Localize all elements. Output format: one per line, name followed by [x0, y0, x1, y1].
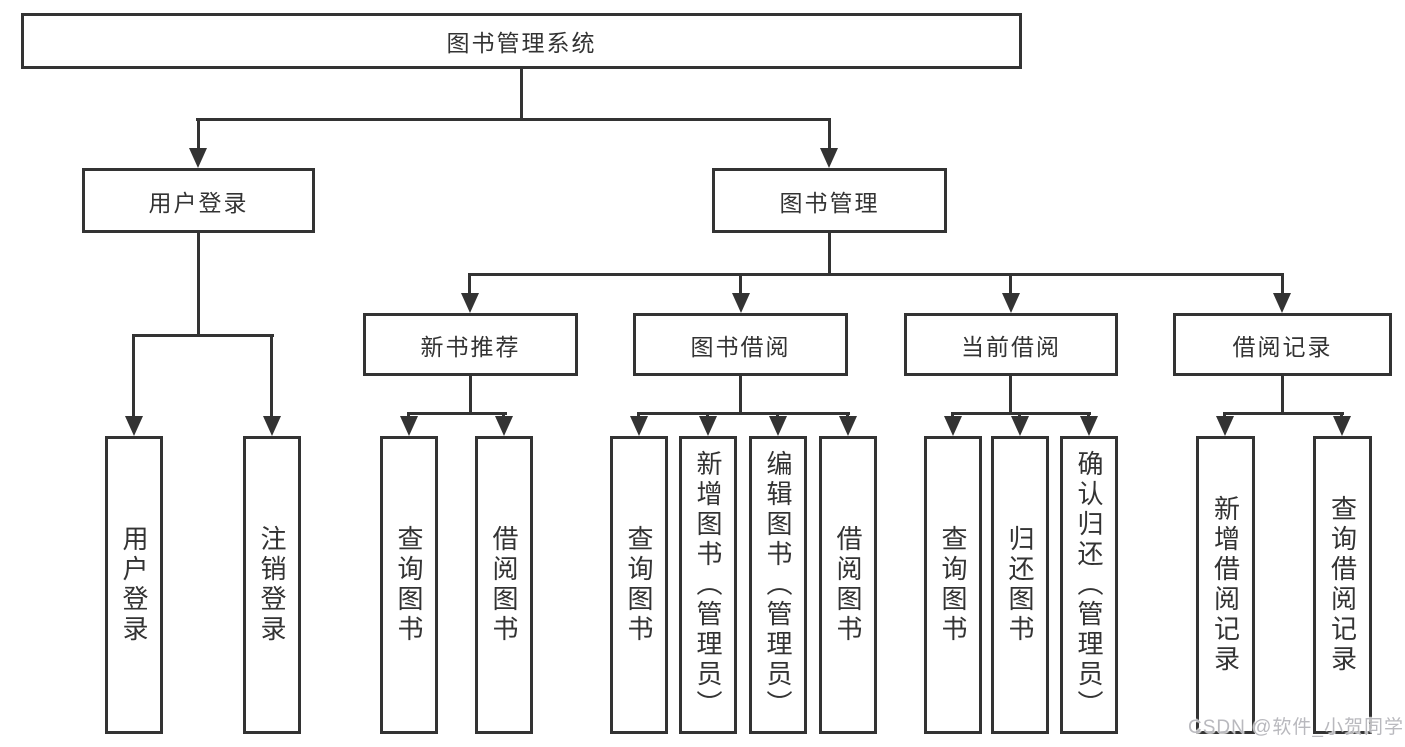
leaf-return-books-label: 归还图书: [1005, 525, 1035, 645]
arrow-down-icon: [630, 416, 648, 436]
arrow-down-icon: [125, 416, 143, 436]
leaf-borrow-books-2-label: 借阅图书: [833, 525, 863, 645]
leaf-confirm-return-admin-label: 确认归还（管理员）: [1074, 450, 1104, 720]
node-current-borrow: 当前借阅: [904, 313, 1118, 376]
leaf-add-borrow-record-label: 新增借阅记录: [1210, 495, 1241, 675]
node-user-login-label: 用户登录: [148, 189, 249, 216]
connector-book-borrow-drop: [739, 375, 742, 414]
node-new-book-recommend-label: 新书推荐: [420, 333, 521, 360]
arrow-down-icon: [400, 416, 418, 436]
connector-branch-book-borrow: [637, 412, 850, 415]
arrow-down-icon: [495, 416, 513, 436]
node-borrow-records-label: 借阅记录: [1232, 333, 1333, 360]
node-current-borrow-label: 当前借阅: [961, 333, 1061, 360]
connector-user-login-drop: [197, 232, 200, 334]
leaf-edit-books-admin: 编辑图书（管理员）: [749, 436, 807, 734]
connector-stem-book-borrow: [739, 273, 742, 297]
leaf-borrow-books-1: 借阅图书: [475, 436, 533, 734]
leaf-query-borrow-record-label: 查询借阅记录: [1327, 495, 1358, 675]
leaf-user-login: 用户登录: [105, 436, 163, 734]
arrow-down-icon: [1333, 416, 1351, 436]
leaf-query-books-2-label: 查询图书: [624, 525, 654, 645]
arrow-down-icon: [944, 416, 962, 436]
connector-stem-leaf-logout: [270, 334, 273, 420]
connector-stem-book-management: [828, 118, 831, 152]
leaf-query-books-1: 查询图书: [380, 436, 438, 734]
leaf-query-books-1-label: 查询图书: [394, 525, 424, 645]
node-book-borrow-label: 图书借阅: [690, 333, 791, 360]
connector-root-drop: [520, 68, 523, 118]
connector-borrow-records-drop: [1281, 375, 1284, 414]
connector-stem-new-book-recommend: [468, 273, 471, 297]
leaf-add-books-admin-label: 新增图书（管理员）: [693, 450, 723, 720]
node-book-borrow: 图书借阅: [633, 313, 848, 376]
node-root-label: 图书管理系统: [446, 30, 597, 56]
connector-current-borrow-drop: [1009, 375, 1012, 414]
arrow-down-icon: [820, 148, 838, 168]
leaf-borrow-books-2: 借阅图书: [819, 436, 877, 734]
leaf-borrow-books-1-label: 借阅图书: [489, 525, 519, 645]
leaf-query-books-3-label: 查询图书: [938, 525, 968, 645]
arrow-down-icon: [1011, 416, 1029, 436]
connector-book-management-drop: [828, 232, 831, 273]
node-root: 图书管理系统: [21, 13, 1022, 69]
leaf-add-books-admin: 新增图书（管理员）: [679, 436, 737, 734]
connector-stem-current-borrow: [1009, 273, 1012, 297]
arrow-down-icon: [839, 416, 857, 436]
arrow-down-icon: [1216, 416, 1234, 436]
leaf-query-books-2: 查询图书: [610, 436, 668, 734]
node-user-login: 用户登录: [82, 168, 315, 233]
leaf-confirm-return-admin: 确认归还（管理员）: [1060, 436, 1118, 734]
connector-stem-borrow-records: [1281, 273, 1284, 297]
leaf-query-borrow-record: 查询借阅记录: [1313, 436, 1372, 734]
arrow-down-icon: [461, 293, 479, 313]
watermark: CSDN @软件_小贺同学: [1188, 717, 1404, 738]
connector-branch-current-borrow: [951, 412, 1091, 415]
leaf-logout: 注销登录: [243, 436, 301, 734]
leaf-return-books: 归还图书: [991, 436, 1049, 734]
leaf-logout-label: 注销登录: [257, 525, 287, 645]
connector-branch-borrow-records: [1223, 412, 1344, 415]
arrow-down-icon: [699, 416, 717, 436]
node-book-management: 图书管理: [712, 168, 947, 233]
node-new-book-recommend: 新书推荐: [363, 313, 578, 376]
arrow-down-icon: [769, 416, 787, 436]
arrow-down-icon: [1002, 293, 1020, 313]
connector-stem-user-login: [197, 118, 200, 152]
arrow-down-icon: [732, 293, 750, 313]
arrow-down-icon: [263, 416, 281, 436]
connector-branch-user-login: [132, 334, 274, 337]
leaf-edit-books-admin-label: 编辑图书（管理员）: [763, 450, 793, 720]
connector-new-book-recommend-drop: [469, 375, 472, 414]
leaf-add-borrow-record: 新增借阅记录: [1196, 436, 1255, 734]
leaf-user-login-label: 用户登录: [119, 525, 149, 645]
connector-stem-leaf-user-login: [132, 334, 135, 420]
arrow-down-icon: [1273, 293, 1291, 313]
node-borrow-records: 借阅记录: [1173, 313, 1392, 376]
node-book-management-label: 图书管理: [779, 189, 880, 216]
connector-branch-level3: [468, 273, 1284, 276]
connector-branch-level2: [196, 118, 831, 121]
arrow-down-icon: [189, 148, 207, 168]
arrow-down-icon: [1080, 416, 1098, 436]
connector-branch-new-book-recommend: [407, 412, 507, 415]
leaf-query-books-3: 查询图书: [924, 436, 982, 734]
